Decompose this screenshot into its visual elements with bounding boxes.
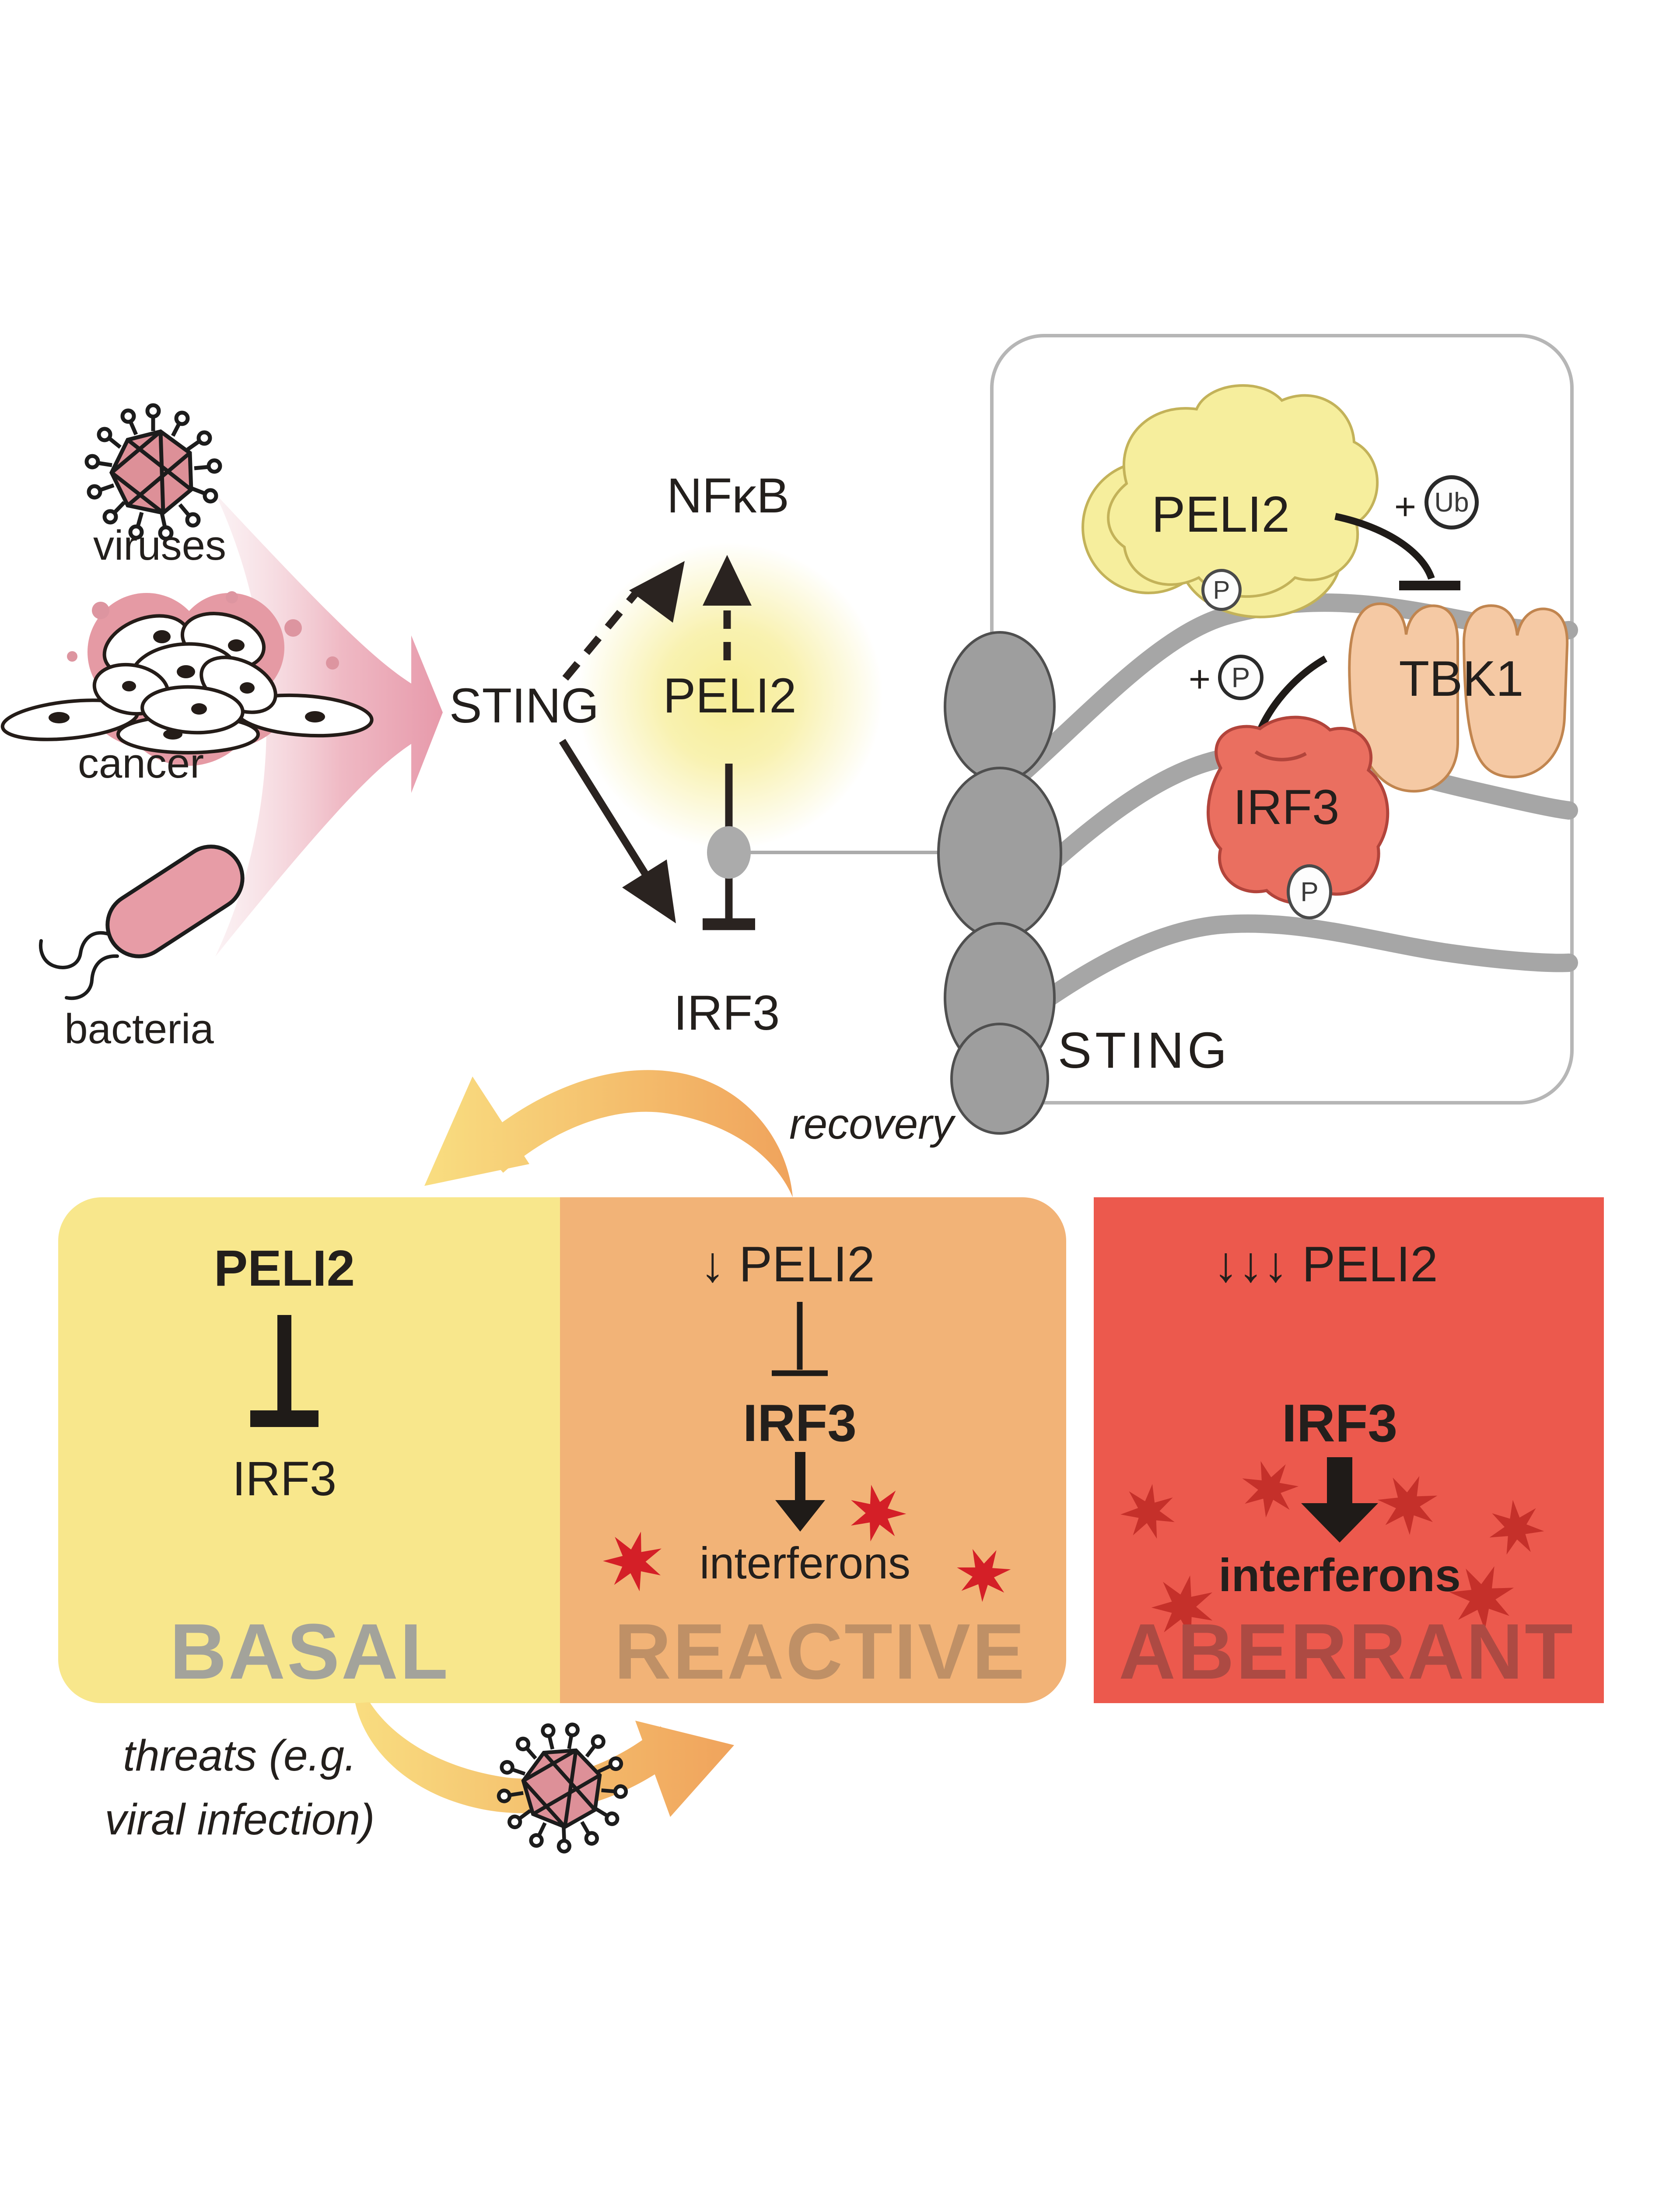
cancer-label: cancer [77,740,204,787]
viruses-label: viruses [93,522,227,569]
aberrant-irf3-label: IRF3 [1281,1393,1398,1453]
sting-node-label: STING [449,678,599,733]
recovery-arrow [424,1070,793,1197]
bacteria-label: bacteria [64,1006,214,1052]
phosphate-badge-peli2: P [1201,569,1242,611]
phosphate-badge-irf3: P [1287,864,1332,919]
pathway-arrows [559,555,755,930]
threats-label-line2: viral infection) [105,1795,375,1844]
reactive-induction-arrow [775,1452,825,1532]
basal-irf3-label: IRF3 [232,1452,337,1506]
phosphate-badge-transfer: P [1218,655,1264,700]
cell-nuclei [49,630,325,740]
irf3-protein-blob [1207,715,1390,905]
inset-connector-dot [707,826,751,879]
basal-inhibition-symbol [250,1315,318,1427]
inset-irf3-label: IRF3 [1233,780,1340,835]
aberrant-interferons-label: interferons [1218,1550,1461,1601]
peli2-inhibits-tbk1-arrow [1334,513,1460,590]
aberrant-peli2-label: ↓↓↓ PELI2 [1213,1237,1438,1292]
reactive-peli2-label: ↓ PELI2 [700,1237,875,1292]
tbk1-protein-icon [1348,602,1569,793]
peli2-node-label: PELI2 [663,668,797,723]
sting-oligomer-icon [937,631,1062,1135]
ubiquitin-badge: Ub [1424,475,1479,529]
peli2-protein-blob [1082,384,1379,618]
basal-peli2-label: PELI2 [214,1240,355,1297]
threats-arrow [355,1702,734,1817]
reactive-interferons-label: interferons [700,1538,910,1588]
inset-peli2-label: PELI2 [1152,486,1290,543]
cancer-cells-icon [0,591,374,766]
nfkb-node-label: NFκB [667,468,789,523]
recovery-label: recovery [789,1100,954,1148]
reactive-title: REACTIVE [614,1608,1027,1696]
reactive-irf3-label: IRF3 [742,1394,857,1452]
plus-p-sign: + [1188,658,1211,700]
threats-label-line1: threats (e.g. [123,1731,357,1780]
aberrant-title: ABERRANT [1119,1608,1575,1696]
irf3-node-label: IRF3 [673,985,780,1040]
plus-ub-sign: + [1394,486,1417,528]
basal-title: BASAL [170,1608,450,1696]
reactive-state-panel [560,1197,1066,1703]
peli2-glow [577,543,883,849]
basal-state-panel [58,1197,560,1703]
inset-tbk1-label: TBK1 [1399,651,1524,707]
inset-sting-label: STING [1057,1022,1231,1079]
reactive-inhibition-symbol [772,1302,828,1376]
aberrant-induction-arrow [1301,1457,1378,1543]
